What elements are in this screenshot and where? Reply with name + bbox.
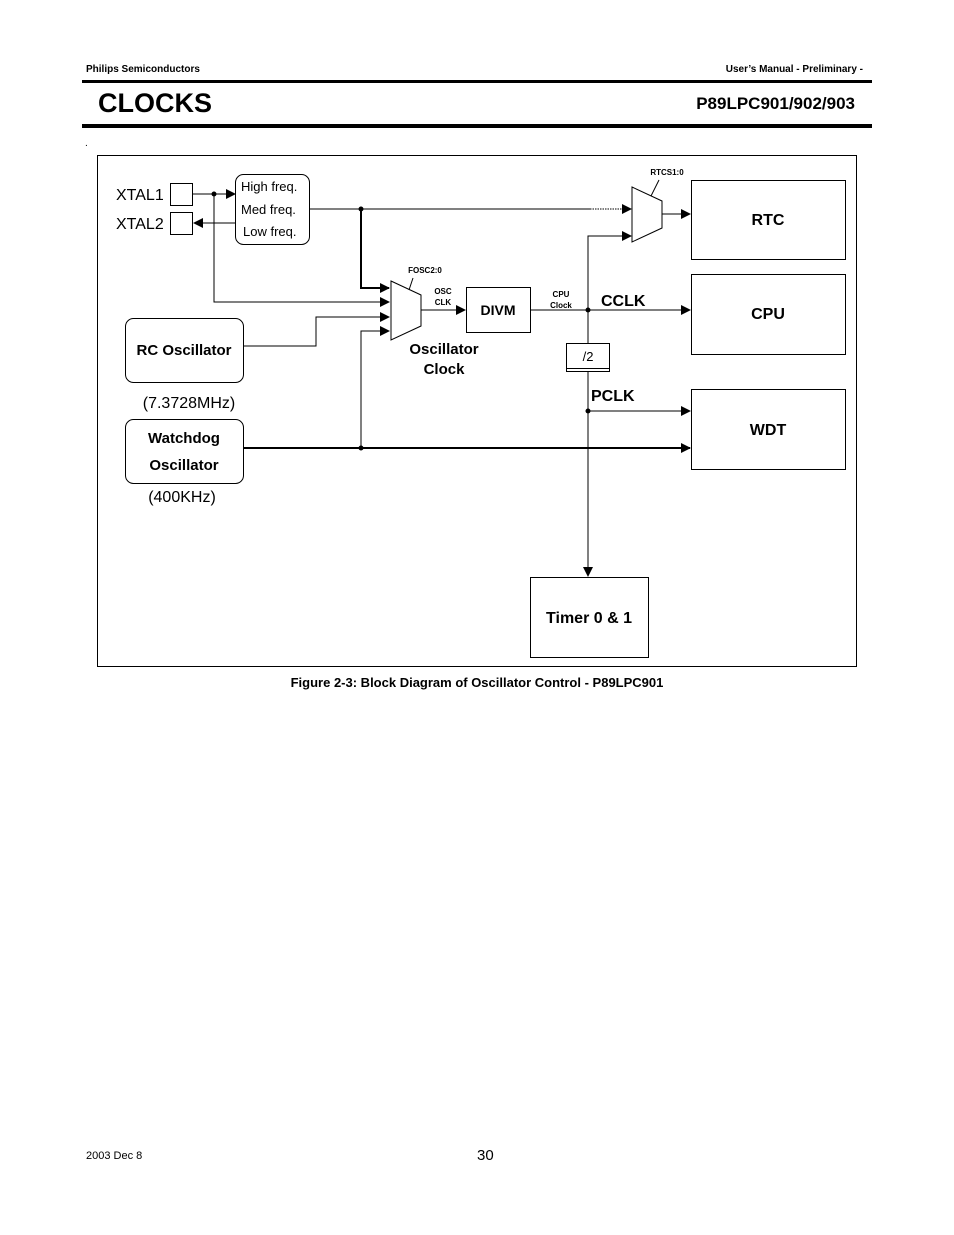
rtcs-label: RTCS1:0 (650, 168, 684, 177)
cclk-label: CCLK (601, 293, 646, 310)
oscillator-block-diagram: XTAL1 XTAL2 High freq. Med freq. Low fre… (97, 155, 857, 667)
oscillator-clock-label-line1: Oscillator (409, 341, 478, 358)
cpu-clock-label-line1: CPU (553, 290, 570, 299)
xtal1-bypass-wire (213, 194, 390, 307)
div2-label: /2 (583, 349, 594, 364)
timer-label: Timer 0 & 1 (546, 610, 632, 627)
osc-clk-label-line1: OSC (434, 287, 452, 296)
rc-oscillator-block (125, 318, 244, 383)
watchdog-oscillator-block (125, 419, 244, 484)
rtc-clock-mux (631, 186, 663, 243)
wdt-block (691, 389, 846, 470)
xtal2-label: XTAL2 (116, 216, 164, 233)
div2-block (566, 343, 610, 372)
timer-block (530, 577, 649, 658)
figure-caption: Figure 2-3: Block Diagram of Oscillator … (290, 675, 664, 690)
high-freq-label: High freq. (241, 179, 297, 194)
rtc-label: RTC (752, 212, 785, 229)
cpu-clock-label-line2: Clock (550, 301, 572, 310)
rc-oscillator-label: RC Oscillator (136, 342, 231, 359)
part-number: P89LPC901/902/903 (696, 94, 855, 113)
stray-mark: . (85, 138, 88, 149)
header-rule-bottom (82, 124, 872, 128)
rtcs-select-line (650, 179, 660, 197)
osc-to-mux-wire (360, 209, 390, 293)
company-name: Philips Semiconductors (86, 64, 200, 75)
xtal2-pin (170, 212, 193, 235)
document-type: User’s Manual - Preliminary - (725, 64, 863, 75)
fosc-label: FOSC2:0 (408, 266, 442, 275)
watchdog-frequency-label: (400KHz) (148, 489, 216, 506)
rtc-block (691, 180, 846, 260)
watchdog-label-line2: Oscillator (149, 457, 218, 474)
osc-clk-label-line2: CLK (435, 298, 452, 307)
med-freq-label: Med freq. (241, 202, 296, 217)
crystal-oscillator-block (235, 174, 310, 245)
rc-frequency-label: (7.3728MHz) (143, 395, 235, 412)
watchdog-to-mux-wire (360, 326, 390, 448)
oscillator-clock-mux (390, 280, 422, 341)
oscillator-clock-label-line2: Clock (424, 361, 466, 378)
watchdog-label-line1: Watchdog (148, 430, 220, 447)
rc-to-mux-wire (243, 312, 390, 347)
fosc-select-line (408, 277, 414, 291)
diagram-frame (97, 155, 857, 667)
cpu-block (691, 274, 846, 355)
footer-date: 2003 Dec 8 (86, 1150, 143, 1162)
cclk-to-rtc-mux-wire (587, 231, 632, 310)
cpu-label: CPU (751, 306, 785, 323)
header-rule-top (82, 80, 872, 83)
wdt-label: WDT (750, 422, 787, 439)
page-number: 30 (477, 1147, 494, 1164)
xtal1-label: XTAL1 (116, 187, 164, 204)
divm-block (466, 287, 531, 333)
low-freq-label: Low freq. (243, 224, 296, 239)
divm-label: DIVM (481, 302, 516, 318)
pclk-label: PCLK (591, 388, 635, 405)
xtal1-pin (170, 183, 193, 206)
section-title: CLOCKS (98, 88, 212, 118)
